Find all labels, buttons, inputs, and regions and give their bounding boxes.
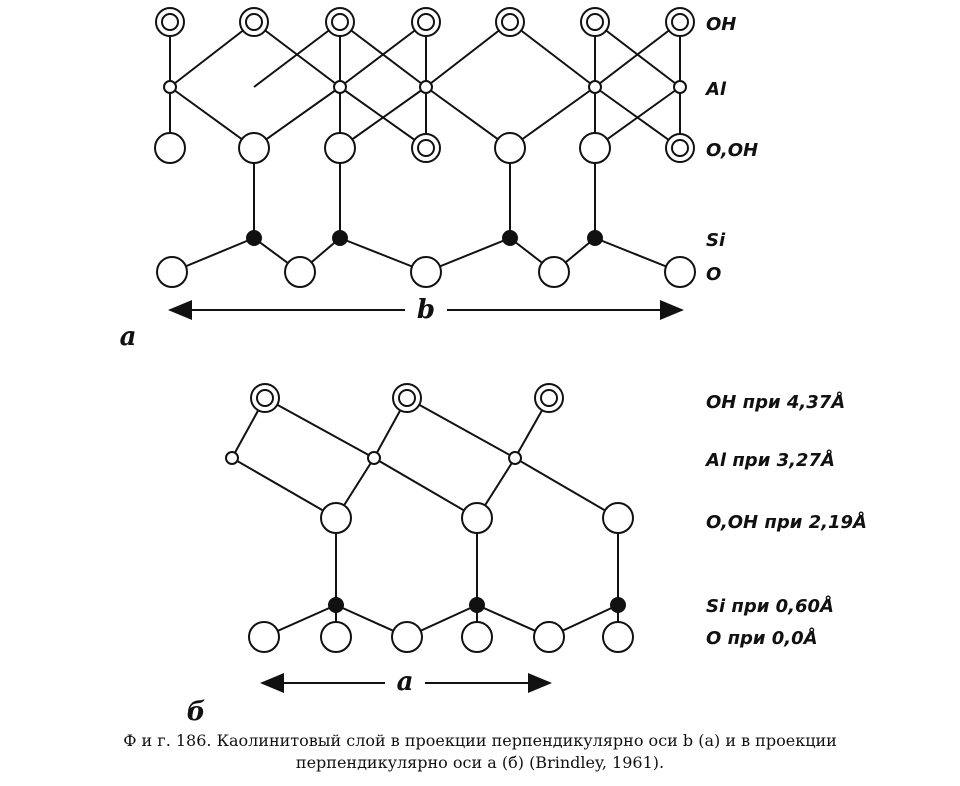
o-atom: [533, 621, 565, 653]
bond: [425, 21, 511, 88]
figure-b-bonds: [231, 397, 619, 638]
bond: [514, 457, 619, 519]
oh-atom: [325, 7, 355, 37]
o-atom: [284, 256, 316, 288]
bond: [339, 86, 427, 149]
bond: [406, 397, 516, 459]
si-atom: [610, 597, 626, 613]
oh-atom: [239, 7, 269, 37]
bond: [373, 457, 478, 519]
oh-atom: [665, 133, 695, 163]
oh-atom: [534, 383, 564, 413]
bond: [169, 21, 255, 88]
al-atom: [419, 80, 433, 94]
figure-b: a б OH при 4,37Å Al при 3,27Å O,OH при 2…: [187, 383, 867, 727]
al-atom: [673, 80, 687, 94]
o-atom: [324, 132, 356, 164]
oh-atom: [580, 7, 610, 37]
figure-a-o-oh-row: [154, 132, 695, 164]
label-o: O при 0,0Å: [706, 626, 818, 649]
figure-b-oh-row: [250, 383, 564, 413]
oh-atom: [250, 383, 280, 413]
o-atom: [461, 621, 493, 653]
si-atom: [502, 230, 518, 246]
oh-atom: [155, 7, 185, 37]
oh-atom: [665, 7, 695, 37]
label-o-oh: O,OH при 2,19Å: [706, 510, 867, 533]
figure-a-si-row: [246, 230, 603, 246]
o-atom: [248, 621, 280, 653]
axis-label-a: a: [397, 667, 414, 697]
si-atom: [469, 597, 485, 613]
al-atom: [367, 451, 381, 465]
bond: [594, 86, 681, 149]
o-atom: [461, 502, 493, 534]
o-atom: [238, 132, 270, 164]
bond: [425, 86, 511, 149]
o-atom: [154, 132, 186, 164]
bond: [339, 21, 427, 88]
bond: [253, 86, 341, 149]
o-atom: [410, 256, 442, 288]
o-atom: [579, 132, 611, 164]
label-si: Si при 0,60Å: [706, 594, 834, 617]
caption-line-2: перпендикулярно оси a (б) (Brindley, 196…: [295, 753, 665, 772]
figure-a-al-row: [163, 80, 687, 94]
o-atom: [156, 256, 188, 288]
si-atom: [246, 230, 262, 246]
label-si: Si: [706, 230, 726, 251]
figure-a: b a OH Al O,OH Si O: [120, 7, 758, 352]
bond: [253, 21, 341, 88]
label-o: O: [706, 264, 721, 285]
al-atom: [508, 451, 522, 465]
label-oh: OH: [706, 14, 736, 35]
o-atom: [602, 621, 634, 653]
oh-atom: [495, 7, 525, 37]
figure-caption: Ф и г. 186. Каолинитовый слой в проекции…: [20, 730, 940, 774]
oh-atom: [411, 7, 441, 37]
al-atom: [225, 451, 239, 465]
al-atom: [588, 80, 602, 94]
si-atom: [328, 597, 344, 613]
oh-atom: [411, 133, 441, 163]
o-atom: [320, 502, 352, 534]
al-atom: [163, 80, 177, 94]
label-oh: OH при 4,37Å: [706, 390, 845, 413]
axis-label-b: b: [417, 295, 435, 325]
bond: [509, 86, 596, 149]
o-atom: [494, 132, 526, 164]
si-atom: [332, 230, 348, 246]
figure-b-o-oh-row: [320, 502, 634, 534]
al-atom: [333, 80, 347, 94]
si-atom: [587, 230, 603, 246]
caption-line-1: Ф и г. 186. Каолинитовый слой в проекции…: [123, 731, 837, 750]
o-atom: [391, 621, 423, 653]
label-al: Al: [704, 79, 727, 100]
bond: [169, 86, 255, 149]
figure-a-oh-row: [155, 7, 695, 37]
figure-a-o-row: [156, 256, 696, 288]
bond: [509, 21, 596, 88]
figure-b-si-row: [328, 597, 626, 613]
o-atom: [602, 502, 634, 534]
figure-b-al-row: [225, 451, 522, 465]
oh-atom: [392, 383, 422, 413]
figure-b-o-row: [248, 621, 634, 653]
bond: [594, 21, 681, 88]
panel-label-a: a: [120, 322, 137, 352]
label-o-oh: O,OH: [706, 140, 758, 161]
panel-label-b: б: [187, 697, 206, 727]
bond: [231, 457, 337, 519]
o-atom: [320, 621, 352, 653]
label-al: Al при 3,27Å: [704, 448, 835, 471]
o-atom: [664, 256, 696, 288]
bond: [264, 397, 375, 459]
o-atom: [538, 256, 570, 288]
